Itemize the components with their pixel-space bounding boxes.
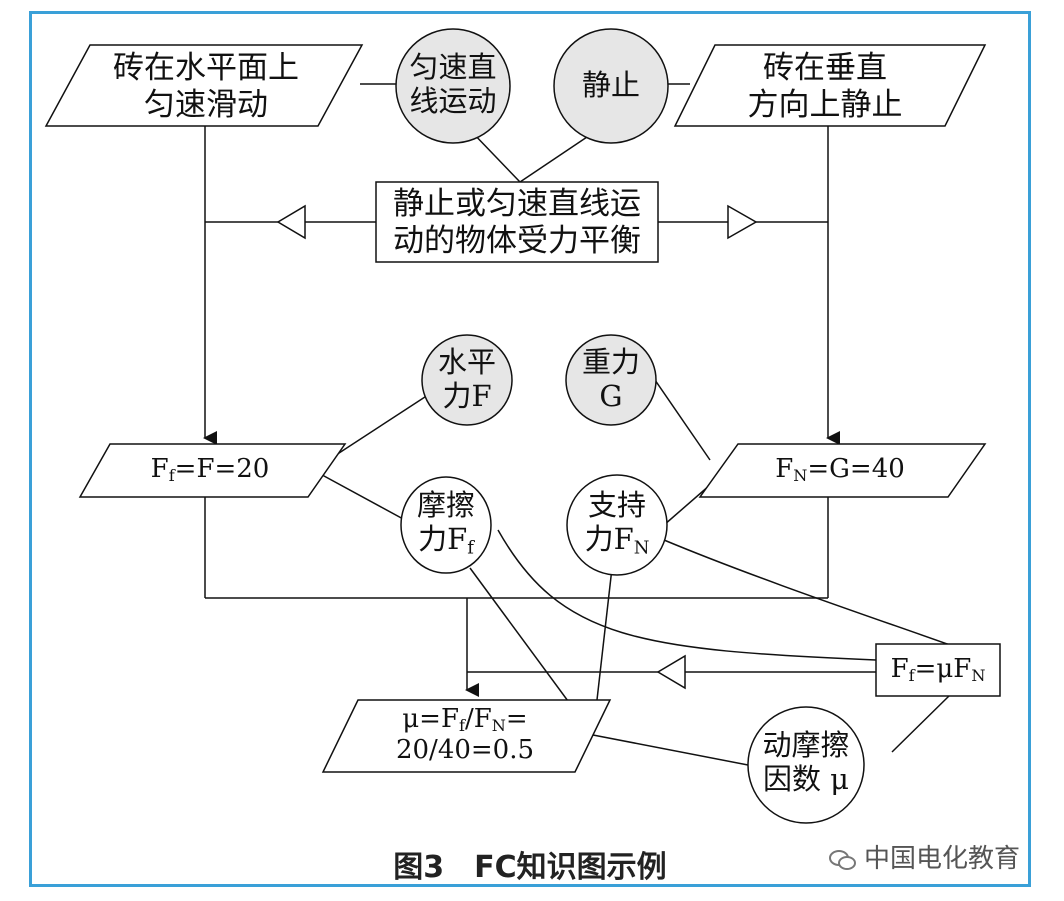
circle-gravity	[565, 334, 657, 426]
label-equilibrium-rule: 静止或匀速直线运 动的物体受力平衡	[393, 186, 641, 259]
hollow-arrow-right	[727, 204, 758, 240]
box-equilibrium-rule	[375, 181, 659, 263]
label-kinetic-coef: 动摩擦 因数 μ	[762, 728, 850, 797]
link-static-rule	[519, 134, 591, 183]
circle-friction	[400, 476, 492, 574]
label-fn-eq-g: FN=G=40	[775, 454, 905, 486]
link-motion-rule	[469, 129, 521, 183]
circle-kinetic-coef	[747, 706, 865, 824]
link-mu-coef	[592, 734, 749, 766]
label-brick-vertical: 砖在垂直 方向上静止	[747, 50, 903, 123]
circle-uniform-motion	[395, 28, 511, 144]
label-ff-eq-f: Ff=F=20	[150, 454, 270, 486]
box-brick-vertical	[673, 44, 987, 127]
figure-frame	[29, 11, 1031, 887]
hollow-arrow-formula	[656, 654, 686, 690]
box-fn-eq-g	[698, 443, 987, 498]
figure-caption: 图3 FC知识图示例	[393, 850, 667, 885]
link-friction	[312, 469, 406, 521]
link-formula-coef	[891, 694, 951, 753]
label-support: 支持 力FN	[584, 488, 650, 559]
label-mu-result: μ=Ff/FN= 20/40=0.5	[395, 704, 535, 766]
label-horizontal-force: 水平 力F	[437, 345, 496, 414]
circle-static	[553, 28, 669, 144]
curve-friction-formula	[497, 529, 877, 661]
label-static: 静止	[581, 68, 640, 102]
curve-support-formula	[663, 539, 951, 646]
box-brick-horizontal	[44, 44, 364, 127]
label-brick-horizontal: 砖在水平面上 匀速滑动	[113, 50, 299, 123]
wechat-icon	[828, 845, 858, 873]
label-gravity: 重力 G	[581, 345, 640, 414]
label-friction-formula: Ff=μFN	[890, 654, 986, 686]
hollow-arrow-left	[276, 204, 306, 240]
watermark: 中国电化教育	[828, 838, 1020, 875]
circle-horizontal-force	[421, 334, 513, 426]
box-friction-formula	[875, 643, 1001, 697]
link-support	[663, 484, 711, 526]
box-mu-result	[321, 699, 612, 773]
link-gravity	[654, 379, 711, 461]
watermark-text: 中国电化教育	[864, 844, 1021, 874]
box-ff-eq-f	[78, 443, 347, 498]
circle-support	[566, 474, 668, 576]
label-friction: 摩擦 力Ff	[416, 488, 475, 559]
label-uniform-motion: 匀速直 线运动	[409, 50, 497, 119]
